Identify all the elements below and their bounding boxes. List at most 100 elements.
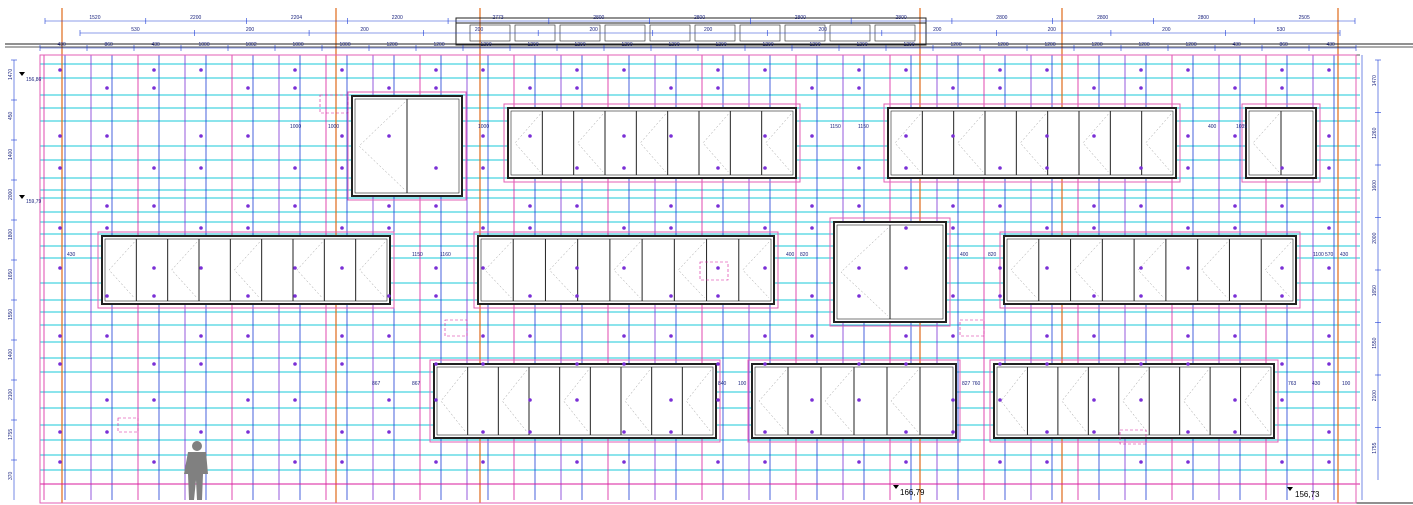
sash-opening (358, 101, 406, 191)
anchor-point (199, 362, 203, 366)
left-dimension-label: 2100 (8, 389, 14, 400)
anchor-point (246, 204, 250, 208)
opening-label: 400 (1208, 124, 1217, 130)
anchor-point (293, 266, 297, 270)
top-dimension-label: 860 (105, 42, 114, 48)
anchor-point (105, 430, 109, 434)
elevation-label-left-1: 156,86 (26, 77, 42, 83)
top-dimension-label: 2773 (492, 15, 503, 21)
anchor-point (387, 204, 391, 208)
top-dimension-label: 2800 (896, 15, 907, 21)
anchor-point (199, 266, 203, 270)
anchor-point (199, 226, 203, 230)
anchor-point (669, 334, 673, 338)
anchor-point (481, 68, 485, 72)
opening-label: 1000 (328, 124, 339, 130)
anchor-point (1327, 68, 1331, 72)
anchor-point (293, 460, 297, 464)
anchor-point (716, 68, 720, 72)
anchor-point (528, 334, 532, 338)
anchor-point (857, 460, 861, 464)
opening-label: 1150 (830, 124, 841, 130)
anchor-point (58, 226, 62, 230)
anchor-point (199, 68, 203, 72)
top-dimension-label: 1200 (716, 42, 727, 48)
anchor-point (105, 294, 109, 298)
anchor-point (434, 294, 438, 298)
anchor-point (904, 460, 908, 464)
anchor-point (904, 334, 908, 338)
anchor-point (293, 398, 297, 402)
anchor-point (1139, 166, 1143, 170)
top-dimension-label: 430 (152, 42, 161, 48)
anchor-point (58, 134, 62, 138)
anchor-point (904, 266, 908, 270)
anchor-point (1186, 362, 1190, 366)
anchor-point (434, 86, 438, 90)
anchor-point (716, 294, 720, 298)
anchor-point (1280, 166, 1284, 170)
left-dimension-label: 2000 (8, 189, 14, 200)
anchor-point (105, 334, 109, 338)
sash-opening (1061, 369, 1087, 433)
anchor-point (387, 398, 391, 402)
anchor-point (622, 134, 626, 138)
top-dimension-label: 1200 (622, 42, 633, 48)
anchor-point (434, 68, 438, 72)
anchor-point (763, 430, 767, 434)
anchor-point (387, 294, 391, 298)
top-dimension-label: 200 (1048, 27, 1057, 33)
left-dimension-label: 1800 (8, 229, 14, 240)
anchor-point (763, 460, 767, 464)
anchor-point (481, 134, 485, 138)
anchor-point (998, 398, 1002, 402)
top-dimension-label: 1200 (1139, 42, 1150, 48)
anchor-point (152, 294, 156, 298)
window-inner (890, 110, 1174, 176)
right-dimension-label: 2000 (1372, 232, 1378, 243)
anchor-point (1233, 334, 1237, 338)
anchor-point (904, 68, 908, 72)
anchor-point (998, 166, 1002, 170)
anchor-point (1233, 204, 1237, 208)
building-outline (5, 17, 1413, 504)
anchor-point (716, 362, 720, 366)
top-dimension-label: 2505 (1299, 15, 1310, 21)
anchor-point (904, 134, 908, 138)
anchor-point (1327, 134, 1331, 138)
opening-label: 1000 (478, 124, 489, 130)
opening-label: 100 (1342, 381, 1351, 387)
opening-label: 820 (988, 252, 997, 258)
anchor-point (763, 334, 767, 338)
level-marker (1287, 487, 1293, 491)
detail-box (959, 319, 985, 337)
sash-opening (824, 369, 853, 433)
opening-label: 1150 (858, 124, 869, 130)
anchor-point (998, 68, 1002, 72)
anchor-point (528, 204, 532, 208)
top-dimension-label: 1002 (246, 42, 257, 48)
anchor-point (763, 362, 767, 366)
anchor-point (1186, 134, 1190, 138)
sash-opening (440, 369, 466, 433)
top-dimension-label: 2800 (1097, 15, 1108, 21)
sash-opening (1122, 369, 1148, 433)
detail-box (117, 417, 139, 433)
anchor-point (622, 226, 626, 230)
anchor-point (1092, 86, 1096, 90)
anchor-point (1280, 68, 1284, 72)
anchor-point (998, 362, 1002, 366)
sash-opening (1082, 113, 1109, 173)
anchor-point (1092, 294, 1096, 298)
anchor-point (1186, 460, 1190, 464)
anchor-point (340, 226, 344, 230)
anchor-point (716, 204, 720, 208)
top-dimension-label: 1200 (1186, 42, 1197, 48)
anchor-point (810, 334, 814, 338)
anchor-point (575, 398, 579, 402)
sash-opening (840, 227, 889, 317)
opening-label: 1100 (1313, 252, 1324, 258)
top-dimension-label: 1200 (481, 42, 492, 48)
anchor-point (293, 204, 297, 208)
anchor-point (669, 430, 673, 434)
